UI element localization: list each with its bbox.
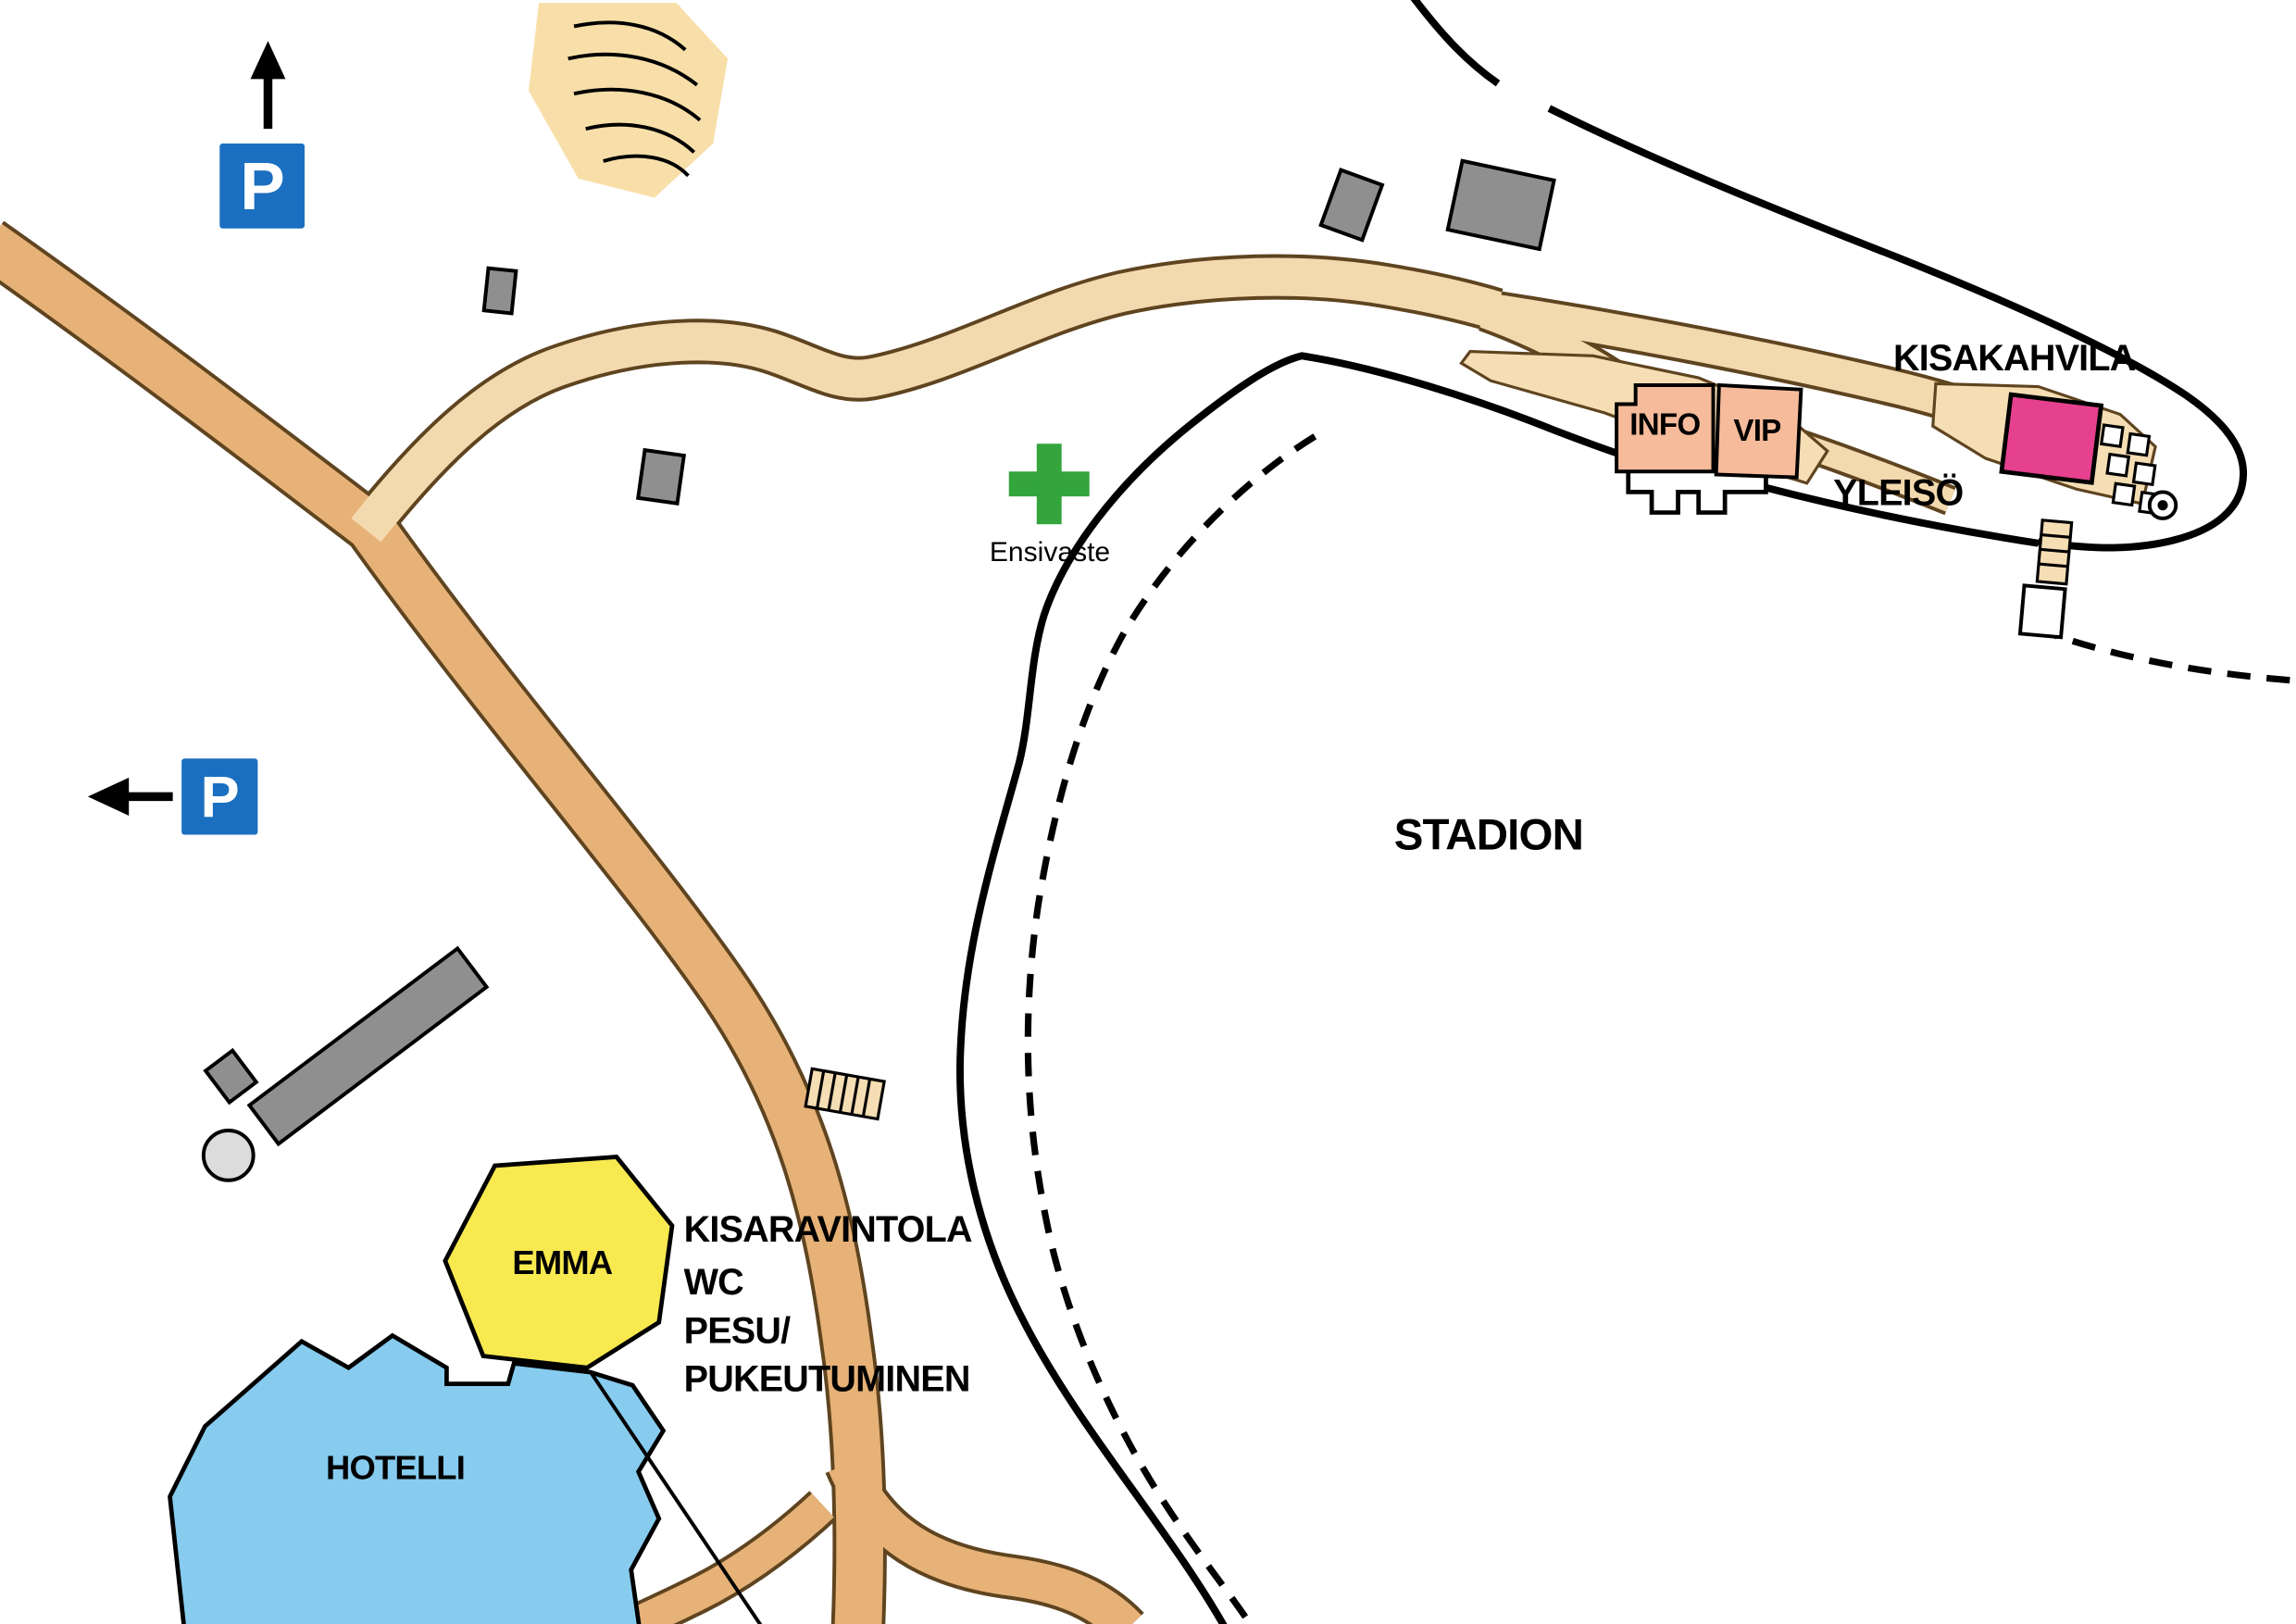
info-label: INFO: [1629, 408, 1700, 443]
gray-buildings: [201, 158, 1556, 1182]
road-southwest-arm: [619, 1493, 834, 1624]
emma-label: EMMA: [512, 1243, 612, 1281]
kiosk-square: [2105, 452, 2131, 478]
gray-building: [481, 266, 518, 316]
kiosk-square: [2131, 461, 2157, 487]
hill-area: [528, 3, 729, 198]
info-building: [1615, 382, 1716, 474]
gray-building-long: [246, 945, 490, 1147]
facility-labels: KISARAVINTOLA WC PESU/ PUKEUTUMINEN: [684, 1209, 973, 1400]
kiosk-square: [2111, 481, 2137, 507]
road-fills: [0, 223, 2013, 1624]
emma-building: [443, 1155, 675, 1370]
gray-building: [635, 447, 687, 506]
ensivaste-label: Ensivaste: [990, 537, 1110, 568]
stadium-boundary-east: [1765, 483, 2040, 547]
kisakahvila-building: [1999, 392, 2104, 485]
hill-contour-line: [585, 122, 696, 154]
track-dashed-inner: [1024, 433, 1317, 1624]
vip-label: VIP: [1733, 414, 1781, 448]
parking-sign: [181, 758, 258, 835]
kiosk-square: [2126, 431, 2152, 457]
hill-contour-line: [573, 20, 687, 52]
north-arrow-head: [250, 41, 286, 80]
parking-sign: [219, 143, 305, 229]
kisakahvila-label: KISAKAHVILA: [1893, 338, 2136, 379]
crossing-steps-stripes: [816, 1070, 872, 1118]
stadium-boundary-west: [956, 352, 1629, 1624]
yleiso-label: YLEISÖ: [1833, 473, 1963, 514]
facility-leader-line: [590, 1372, 763, 1624]
stadion-label: STADION: [1394, 810, 1583, 859]
gray-building: [203, 1047, 259, 1106]
hotelli-building: [168, 1332, 667, 1624]
hill-contour-line: [573, 87, 702, 122]
first-aid-marker: Ensivaste: [990, 443, 1110, 568]
road-main: [0, 223, 883, 1624]
target-dot: [2157, 500, 2168, 511]
parking-letter: P: [240, 149, 284, 224]
facility-line: PESU/: [684, 1310, 791, 1351]
gray-building: [1445, 158, 1556, 252]
platform-building: [2017, 583, 2067, 640]
first-aid-cross: [1036, 443, 1062, 525]
gray-building: [1318, 168, 1385, 243]
stairs: [2035, 518, 2074, 586]
parking-west: P: [87, 758, 258, 835]
parking-letter: P: [201, 766, 239, 831]
facility-line: WC: [684, 1262, 744, 1303]
vip-building: [1714, 382, 1803, 480]
hill-contour-line: [603, 154, 690, 178]
parking-north: P: [219, 41, 305, 229]
west-arrow-head: [87, 777, 130, 816]
stadium-boundary: [956, 0, 2247, 1624]
round-tank: [201, 1129, 256, 1182]
stairs-rungs: [2038, 532, 2071, 568]
hotelli-label: HOTELLI: [326, 1448, 465, 1486]
kiosk-squares: [2099, 423, 2163, 516]
track-dashed-boundary: [1024, 433, 2296, 1624]
outer-boundary-top-b: [1547, 105, 2247, 552]
road-south-arm: [829, 1456, 1142, 1624]
hill-contour-line: [568, 52, 699, 87]
track-dashed-east: [2034, 625, 2296, 684]
road-east-casing: [348, 254, 1504, 544]
outer-boundary-top-a: [1410, 0, 1501, 87]
facility-line: KISARAVINTOLA: [684, 1209, 972, 1250]
hill-shape: [528, 3, 729, 198]
road-east: [351, 257, 1503, 543]
crossing-steps: [804, 1067, 886, 1121]
kiosk-square: [2099, 423, 2125, 449]
facility-line: PUKEUTUMINEN: [684, 1359, 970, 1400]
